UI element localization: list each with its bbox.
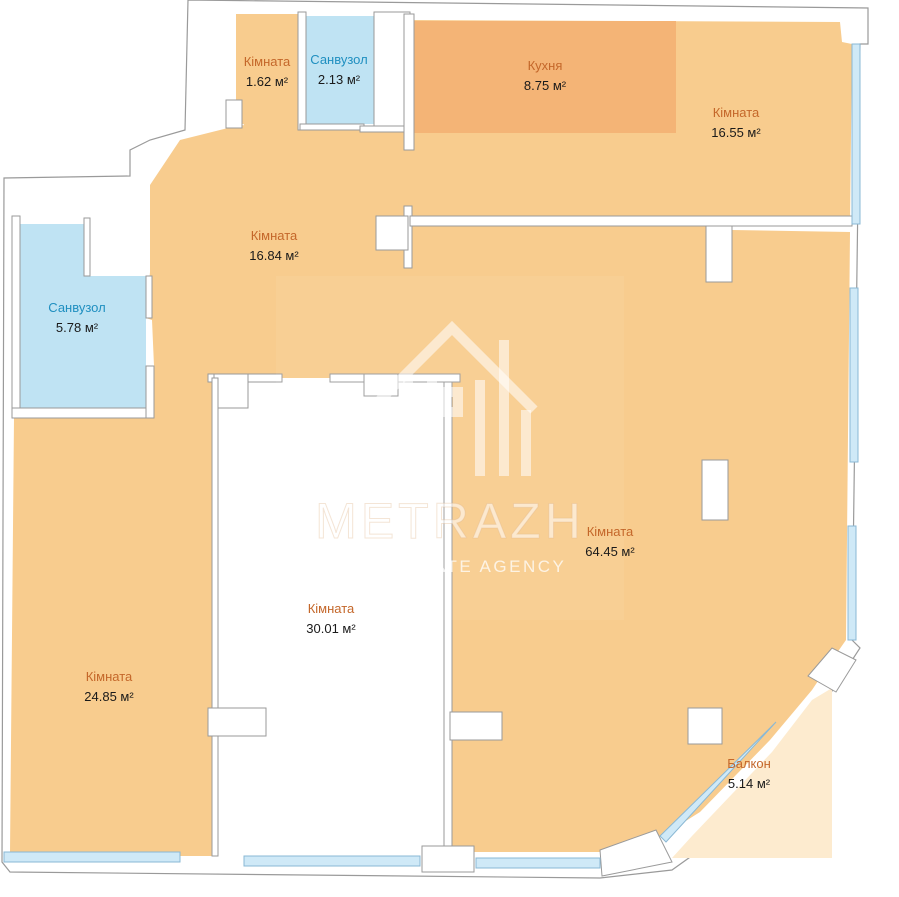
- room-name: Санвузол: [48, 300, 105, 315]
- bathroom-top-floor: [306, 16, 374, 124]
- bathroom-left-floor: [18, 224, 146, 410]
- interior-walls: [11, 11, 857, 877]
- room-name: Кімната: [86, 669, 133, 684]
- room-name: Кімната: [308, 601, 355, 616]
- room-area: 1.62 м²: [246, 74, 289, 89]
- room-area: 16.55 м²: [711, 125, 761, 140]
- room-name: Санвузол: [310, 52, 367, 67]
- balcony-floor: [672, 688, 832, 858]
- watermark: METRAZH REAL ESTATE AGENCY: [276, 276, 624, 620]
- room-name: Кімната: [251, 228, 298, 243]
- house-logo-icon: [366, 320, 538, 476]
- room-area: 64.45 м²: [585, 544, 635, 559]
- room-name: Кімната: [244, 54, 291, 69]
- room-name: Кухня: [528, 58, 563, 73]
- room-area: 24.85 м²: [84, 689, 134, 704]
- room-label-small: Кімната 1.62 м²: [244, 54, 291, 89]
- room-labels: Кімната 1.62 м² Санвузол 2.13 м² Кухня 8…: [48, 52, 771, 791]
- room-area: 5.14 м²: [728, 776, 771, 791]
- room-label-top-right: Кімната 16.55 м²: [711, 105, 761, 140]
- room-label-kitchen: Кухня 8.75 м²: [524, 58, 567, 93]
- living-fills: [10, 14, 852, 856]
- room-name: Кімната: [587, 524, 634, 539]
- room-label-hall: Кімната 16.84 м²: [249, 228, 299, 263]
- room-label-large: Кімната 64.45 м²: [585, 524, 635, 559]
- room-label-balcony: Балкон 5.14 м²: [727, 756, 771, 791]
- watermark-title: METRAZH: [315, 493, 585, 549]
- room-area: 30.01 м²: [306, 621, 356, 636]
- windows: [3, 43, 861, 869]
- kitchen-floor: [414, 21, 676, 133]
- room-label-left: Кімната 24.85 м²: [84, 669, 134, 704]
- room-label-middle: Кімната 30.01 м²: [306, 601, 356, 636]
- room-label-bathroom-top: Санвузол 2.13 м²: [310, 52, 367, 87]
- room-label-bathroom-left: Санвузол 5.78 м²: [48, 300, 105, 335]
- room-area: 2.13 м²: [318, 72, 361, 87]
- watermark-subtitle: REAL ESTATE AGENCY: [334, 557, 567, 576]
- room-area: 5.78 м²: [56, 320, 99, 335]
- room-area: 8.75 м²: [524, 78, 567, 93]
- room-name: Балкон: [727, 756, 771, 771]
- room-area: 16.84 м²: [249, 248, 299, 263]
- room-name: Кімната: [713, 105, 760, 120]
